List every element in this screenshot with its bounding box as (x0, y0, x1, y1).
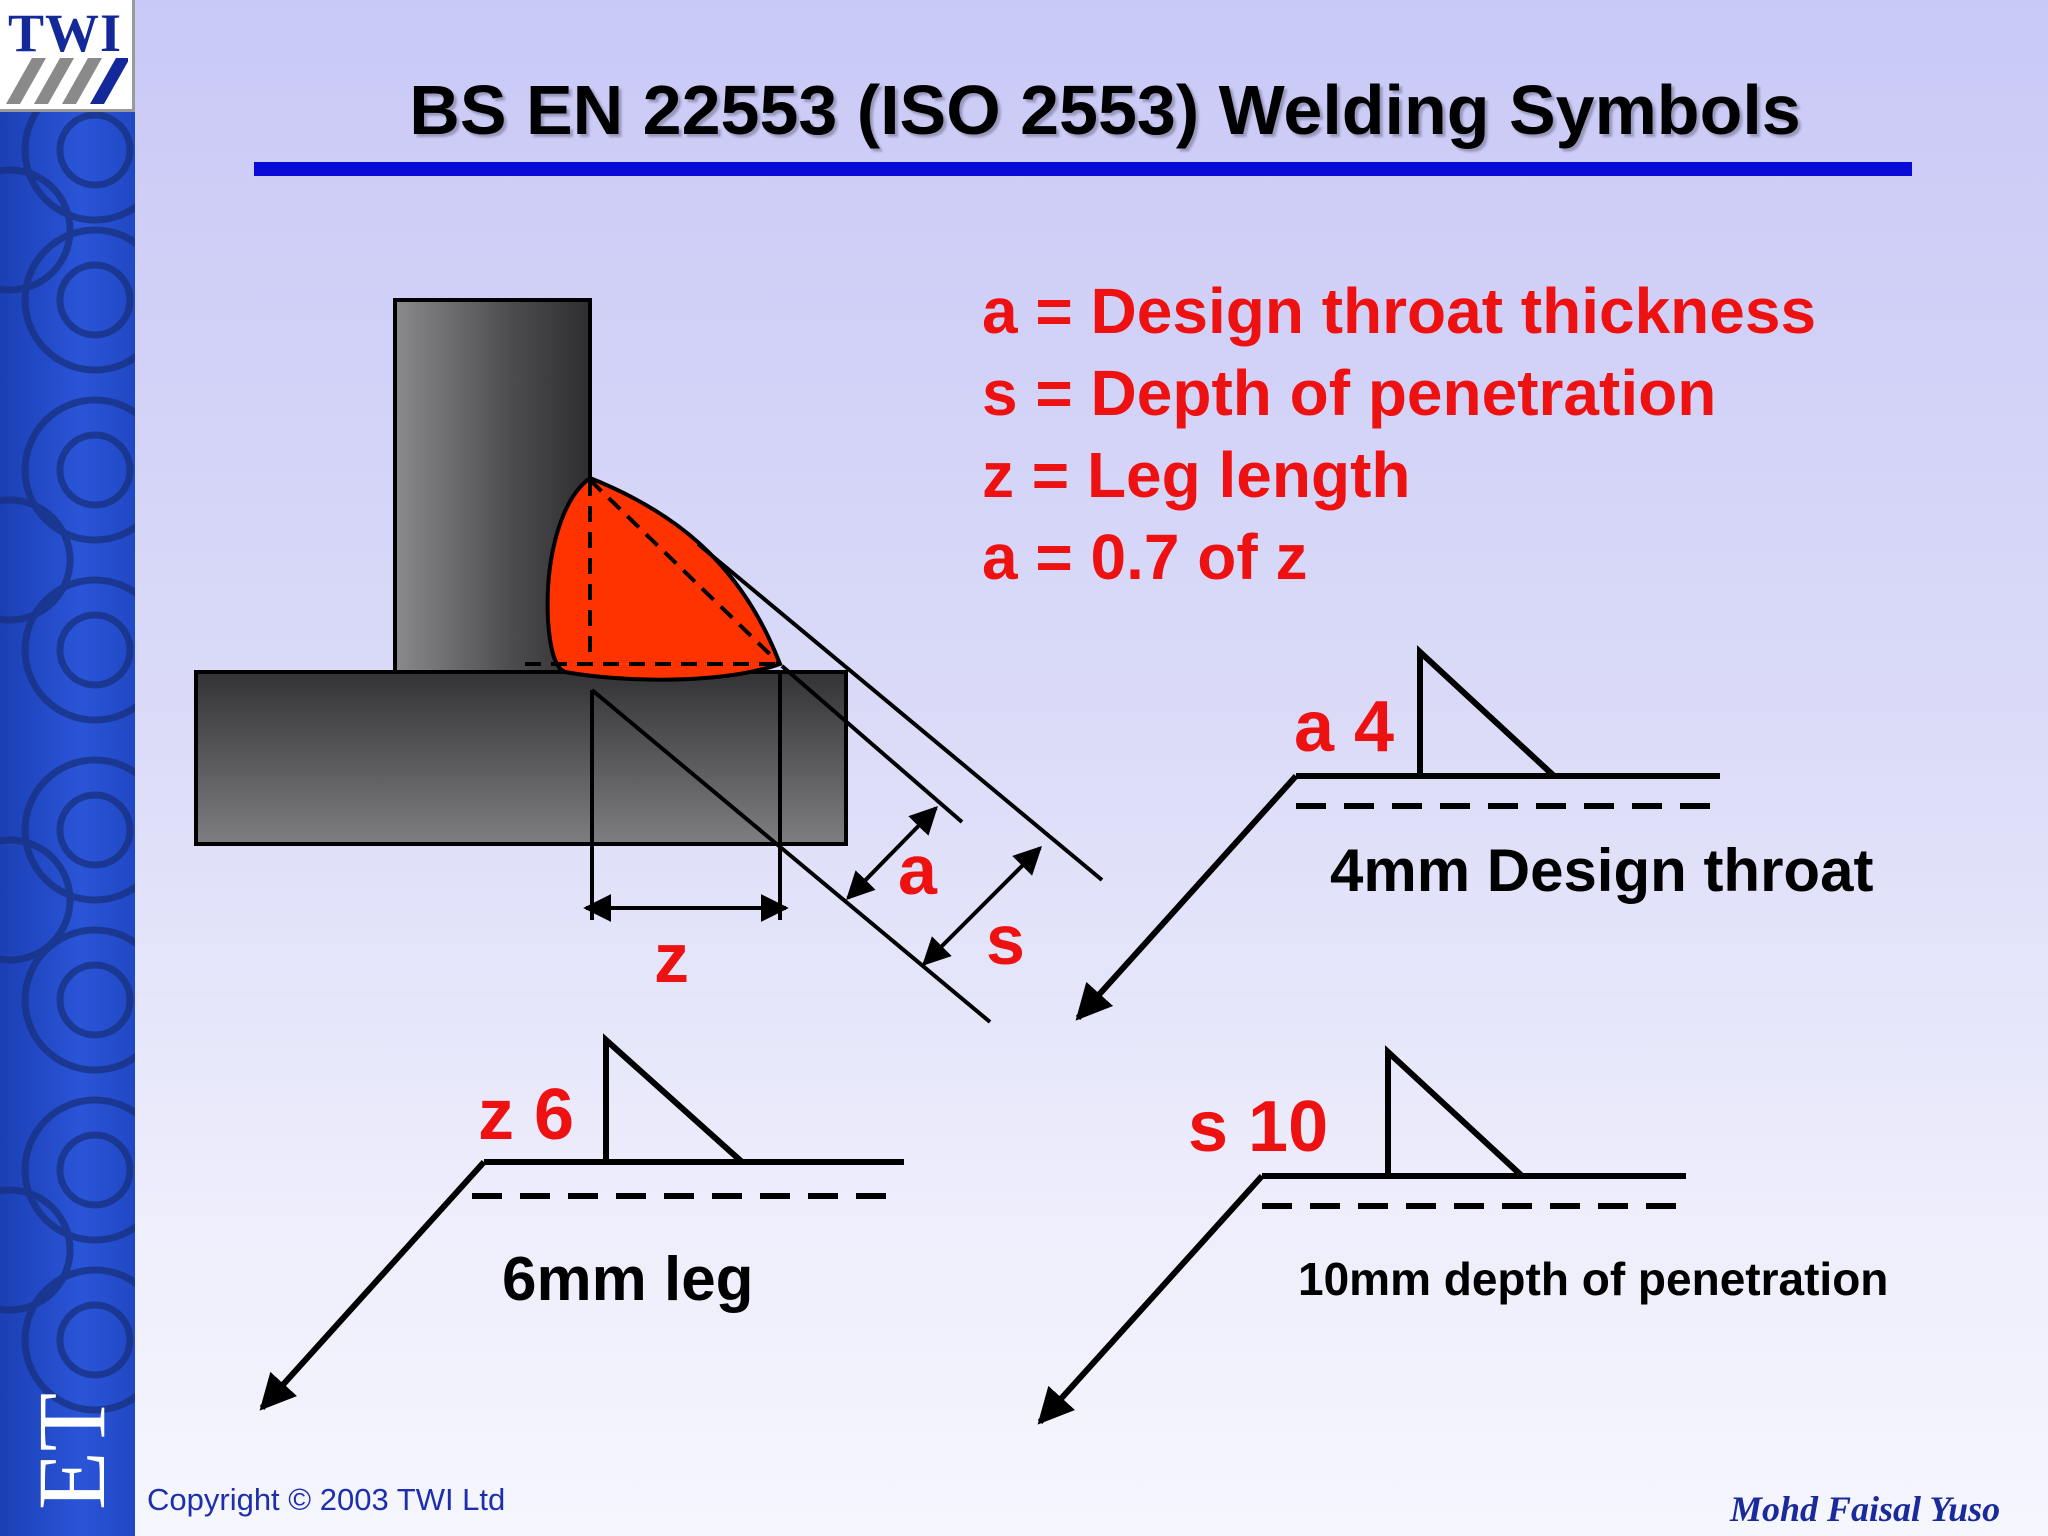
title-underline (254, 162, 1912, 176)
symbol-leg (259, 1033, 904, 1411)
symbol-penetration-caption: 10mm depth of penetration (1298, 1253, 1889, 1305)
symbol-throat (1075, 645, 1720, 1021)
legend-line-a: a = Design throat thickness (982, 275, 1817, 347)
figure-label-z: z (654, 919, 689, 997)
legend-line-ratio: a = 0.7 of z (982, 521, 1308, 593)
sidebar-pattern (0, 76, 135, 1414)
z-dimension (583, 670, 789, 922)
legend-line-z: z = Leg length (982, 439, 1411, 511)
figure-label-a: a (898, 831, 937, 909)
symbol-legend: a = Design throat thickness s = Depth of… (982, 270, 1816, 598)
copyright-text: Copyright © 2003 TWI Ltd (147, 1482, 506, 1517)
symbol-penetration (1037, 1045, 1686, 1425)
sidebar: TWI ET (0, 0, 135, 1536)
weld-construction-lines (525, 478, 782, 666)
figure-label-s: s (986, 901, 1025, 979)
throat-and-penetration-dimensions (590, 542, 1104, 1024)
logo-stripes-icon (6, 58, 128, 104)
symbol-leg-code: z 6 (478, 1075, 575, 1155)
logo-text: TWI (8, 3, 123, 63)
page-title: BS EN 22553 (ISO 2553) Welding Symbols (409, 71, 1801, 149)
base-plate (194, 670, 848, 846)
symbol-throat-caption: 4mm Design throat (1330, 837, 1874, 904)
fillet-weld (545, 475, 783, 682)
symbol-leg-caption: 6mm leg (502, 1245, 754, 1314)
legend-line-s: s = Depth of penetration (982, 357, 1717, 429)
symbol-throat-code: a 4 (1294, 687, 1395, 767)
symbol-penetration-code: s 10 (1188, 1087, 1329, 1167)
twi-logo: TWI (0, 0, 135, 112)
author-signature: Mohd Faisal Yuso (1730, 1489, 2001, 1529)
